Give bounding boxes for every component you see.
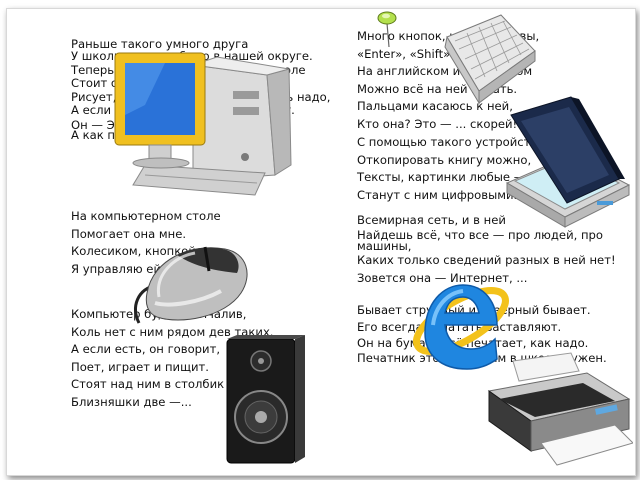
poem-line: Его всегда печатать заставляют. — [357, 319, 562, 334]
poem-line: Станут с ним цифровыми. — [357, 187, 518, 202]
poem-line: Бывает струйный и лазерный бывает. — [357, 303, 591, 317]
poem-line: Стоят над ним в столбик — [71, 377, 225, 392]
poem-line: Колесиком, кнопкой — [71, 244, 196, 259]
poem-line: Всемирная сеть, и в ней — [357, 213, 506, 227]
poem-line: Поет, играет и пищит. — [71, 359, 209, 374]
keyboard-icon — [444, 14, 536, 105]
scanner-icon — [505, 96, 631, 228]
poem-line: С помощью такого устройства — [357, 135, 545, 149]
left-stanza-2: На компьютерном столе Помогает она мне. … — [71, 209, 221, 276]
poem-line: А если есть, он говорит, — [71, 342, 221, 357]
poem-line: Раньше такого умного друга — [71, 37, 249, 51]
internet-explorer-icon — [413, 284, 509, 370]
poem-line: Коль нет с ним рядом дев таких. — [71, 324, 274, 339]
poem-line: Тексты, картинки любые — — [357, 170, 526, 185]
poem-line: Найдешь всё, что все — про людей, про ма… — [357, 227, 604, 253]
mouse-icon — [134, 246, 248, 324]
poem-line: Пальцами касаюсь к ней, — [357, 99, 513, 114]
speaker-icon — [226, 335, 305, 464]
poem-line: Откопировать книгу можно, — [357, 152, 532, 167]
poem-line: Кто она? Это — ... скорей! — [357, 116, 518, 131]
computer-icon — [114, 52, 292, 196]
poem-line: Помогает она мне. — [71, 226, 187, 241]
poem-line: Я управляю ей. — [71, 261, 165, 276]
poem-line: Каких только сведений разных в ней нет! — [357, 252, 616, 267]
poem-line: Близняшки две —... — [71, 394, 192, 409]
right-stanza-2: С помощью такого устройства Откопировать… — [357, 135, 544, 202]
poem-line: На компьютерном столе — [71, 209, 221, 223]
poem-line: Зовется она — Интернет, ... — [357, 270, 528, 285]
printer-icon — [487, 352, 633, 466]
pushpin-icon — [377, 11, 397, 48]
slide: Раньше такого умного друга У школьников … — [6, 8, 636, 476]
right-stanza-3: Всемирная сеть, и в ней Найдешь всё, что… — [357, 213, 619, 285]
